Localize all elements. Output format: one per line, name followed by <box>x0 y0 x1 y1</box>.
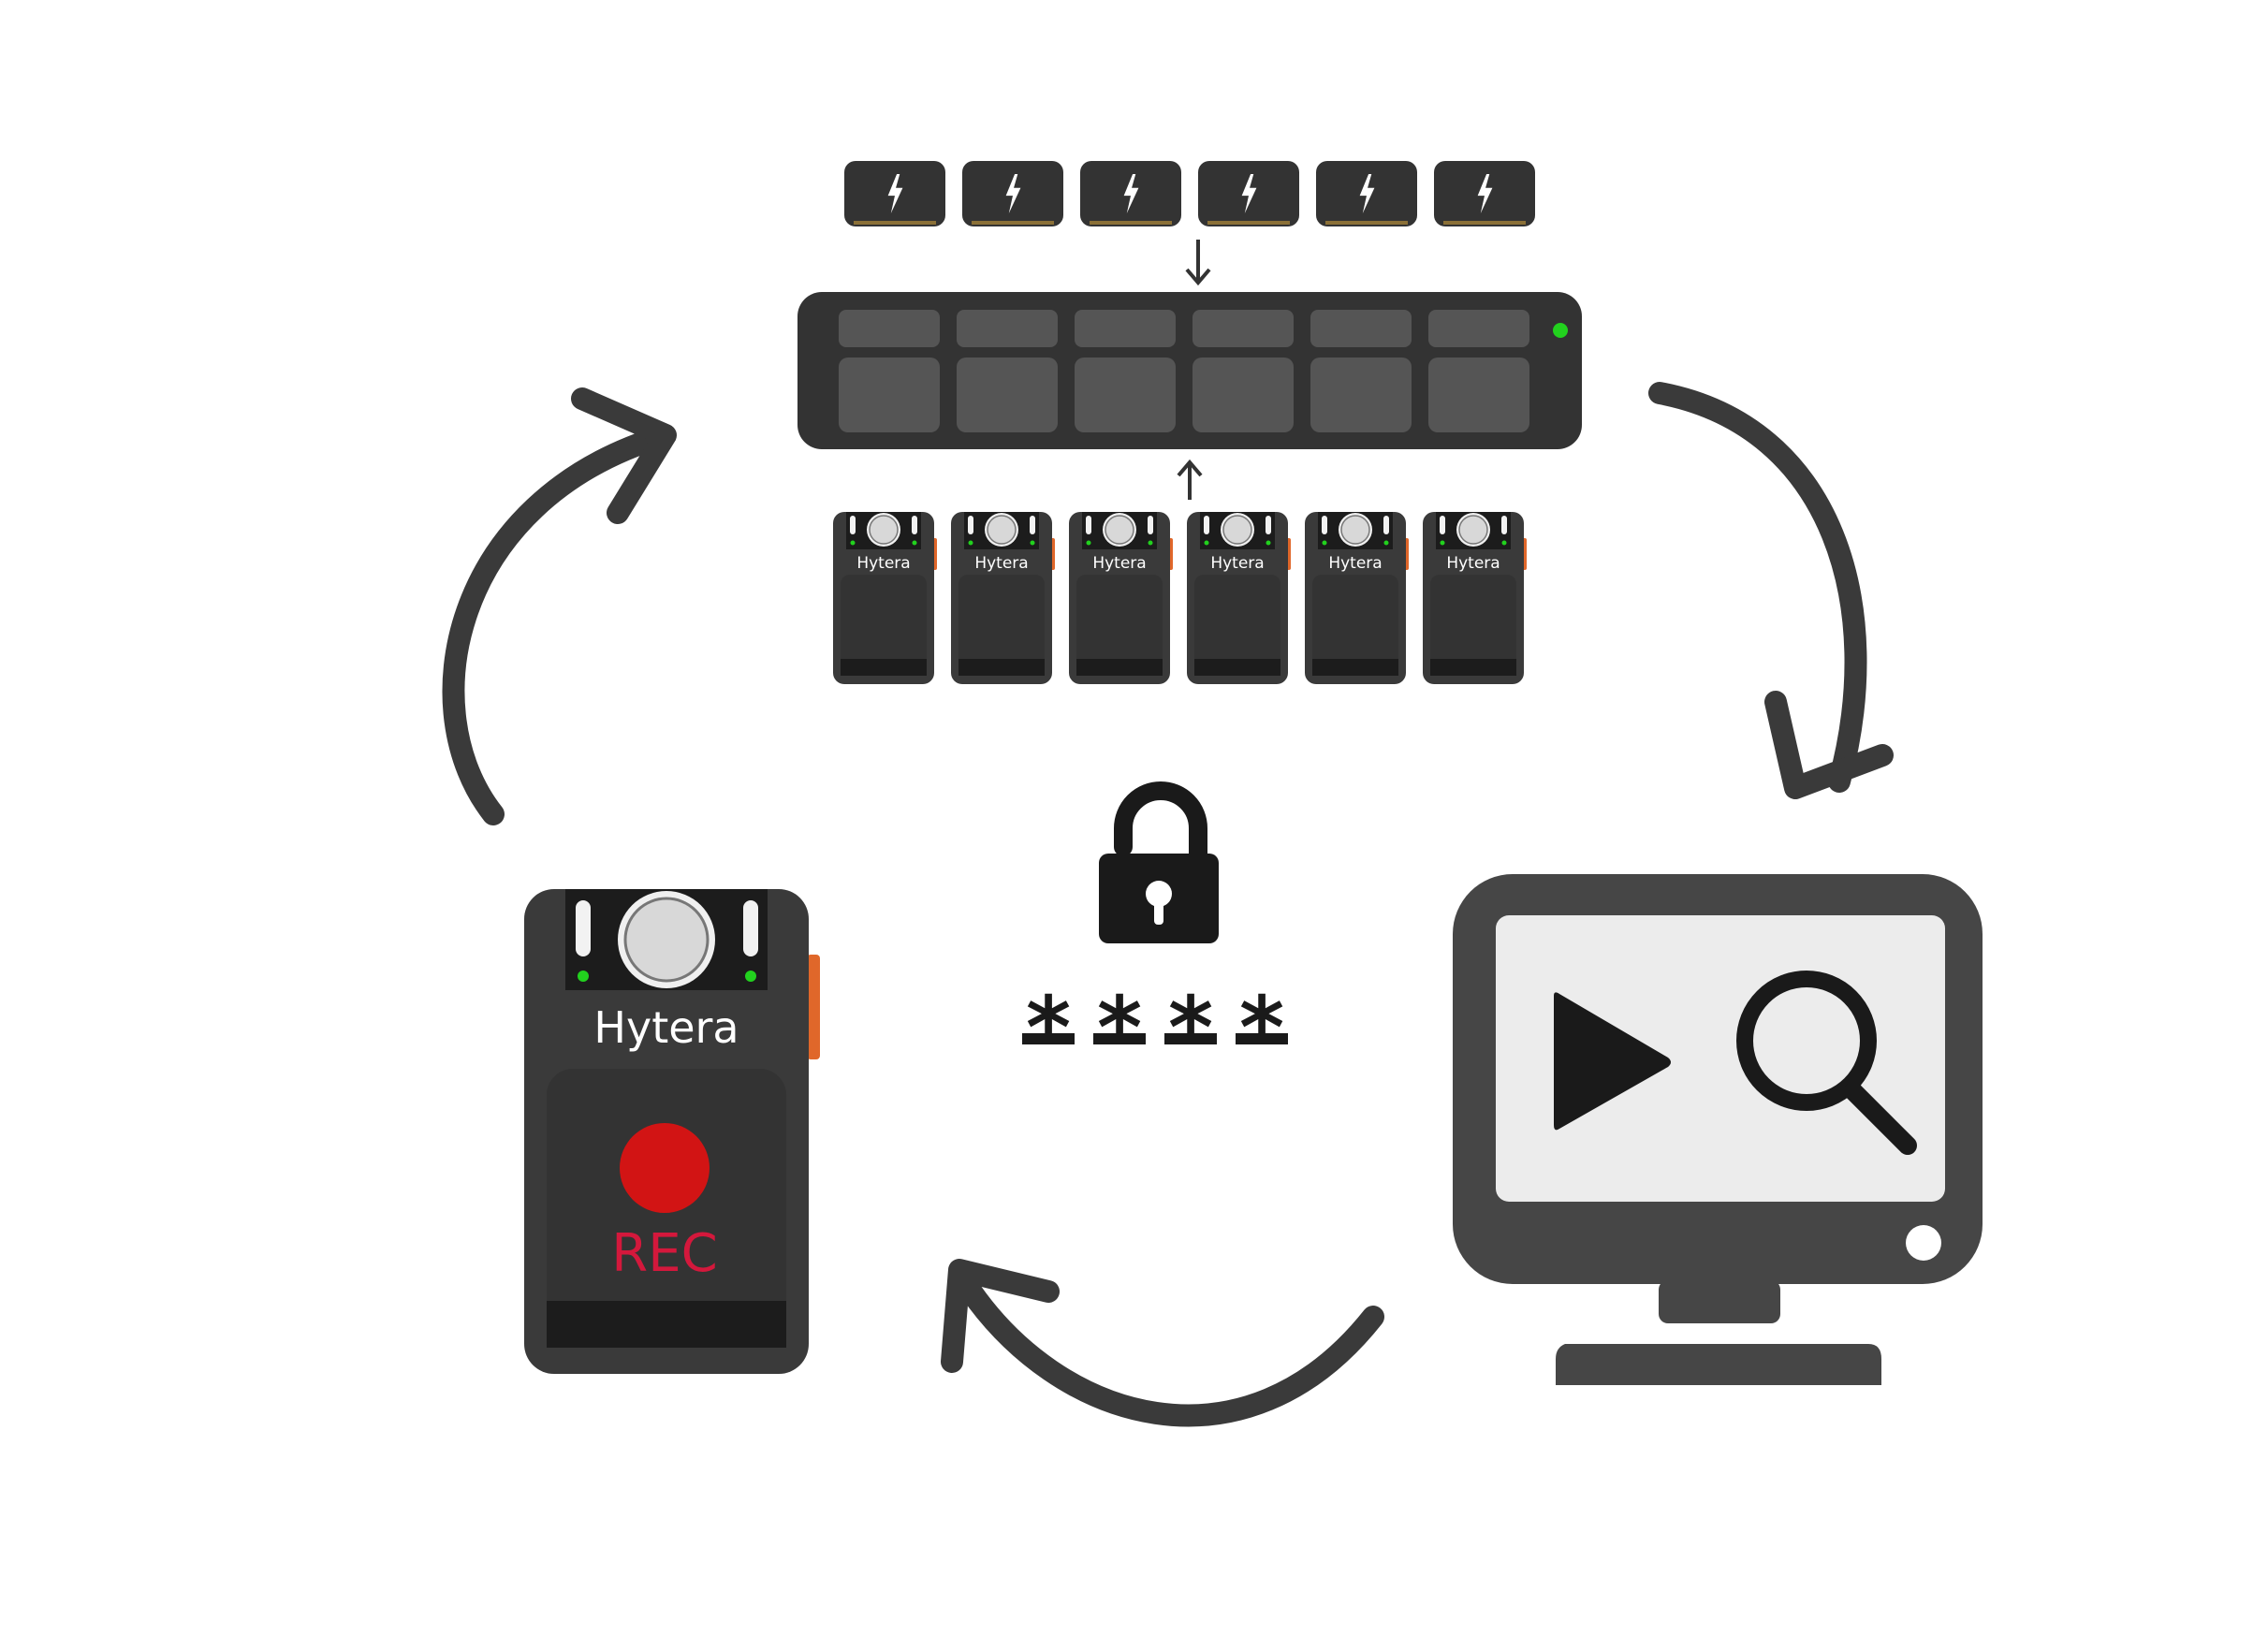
password-underline <box>1164 1033 1217 1044</box>
dock-slot-top <box>957 310 1058 347</box>
camera-led-right <box>745 971 756 982</box>
magnifier-icon[interactable] <box>1736 971 1917 1155</box>
dock-slots <box>839 310 1529 432</box>
mini-camera-row: Hytera Hytera Hytera Hytera Hytera Hytera <box>833 512 1527 684</box>
dock-slot-top <box>1428 310 1529 347</box>
password-underline <box>1093 1033 1146 1044</box>
mini-camera-brand: Hytera <box>1210 554 1264 573</box>
dock-slot-top <box>1193 310 1294 347</box>
cycle-arrow-camera-to-dock <box>442 387 677 825</box>
dock-slot-top <box>1075 310 1176 347</box>
battery-pack <box>1434 161 1535 226</box>
dock-slot <box>1193 358 1294 432</box>
play-icon[interactable] <box>1554 992 1671 1131</box>
password-underline <box>1022 1033 1075 1044</box>
battery-pack <box>1316 161 1417 226</box>
mini-camera: Hytera <box>1423 512 1527 684</box>
battery-pack-row <box>844 161 1535 226</box>
password-char: * <box>1097 978 1142 1078</box>
docking-station <box>797 292 1582 449</box>
rec-label: REC <box>611 1223 717 1284</box>
dock-camera-arrow <box>1177 459 1203 500</box>
camera-led-left <box>578 971 589 982</box>
mini-camera-brand: Hytera <box>1328 554 1382 573</box>
dock-slot <box>839 358 940 432</box>
body-camera: Hytera REC <box>524 889 820 1374</box>
mini-camera: Hytera <box>1069 512 1173 684</box>
battery-pack <box>844 161 945 226</box>
monitor-base <box>1556 1344 1881 1385</box>
camera-side-button <box>807 955 820 1059</box>
battery-pack <box>1080 161 1181 226</box>
dock-status-led <box>1553 323 1568 338</box>
camera-lens <box>618 891 715 988</box>
password-char: * <box>1168 978 1213 1078</box>
monitor-power-button[interactable] <box>1906 1225 1941 1261</box>
battery-pack <box>962 161 1063 226</box>
record-button[interactable] <box>620 1123 710 1213</box>
dock-slot <box>1075 358 1176 432</box>
cycle-arrow-monitor-to-camera <box>941 1259 1384 1427</box>
mini-camera: Hytera <box>951 512 1055 684</box>
password-char: * <box>1026 978 1071 1078</box>
mini-camera: Hytera <box>1305 512 1409 684</box>
password-char: * <box>1239 978 1284 1078</box>
mini-camera: Hytera <box>1187 512 1291 684</box>
insert-battery-arrow <box>1185 240 1211 286</box>
password-field: * * * * <box>1022 978 1288 1078</box>
dock-slot <box>957 358 1058 432</box>
unlocked-padlock-icon <box>1099 781 1219 943</box>
mini-camera-brand: Hytera <box>856 554 910 573</box>
monitor <box>1453 874 1983 1385</box>
dock-slot <box>1310 358 1412 432</box>
cycle-arrow-dock-to-monitor <box>1648 382 1894 799</box>
password-underline <box>1236 1033 1288 1044</box>
mini-camera-brand: Hytera <box>1092 554 1146 573</box>
camera-brand: Hytera <box>593 1002 739 1053</box>
battery-pack <box>1198 161 1299 226</box>
mini-camera: Hytera <box>833 512 937 684</box>
mini-camera-brand: Hytera <box>974 554 1028 573</box>
mini-camera-brand: Hytera <box>1446 554 1500 573</box>
dock-slot <box>1428 358 1529 432</box>
dock-slot-top <box>1310 310 1412 347</box>
monitor-neck <box>1659 1280 1780 1323</box>
dock-slot-top <box>839 310 940 347</box>
